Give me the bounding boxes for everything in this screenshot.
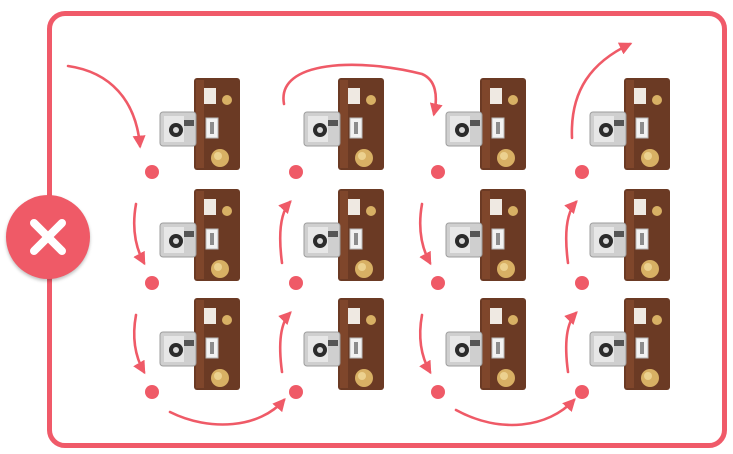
safe-lock-unit-icon bbox=[159, 298, 240, 390]
safe-lock-unit-icon bbox=[445, 189, 526, 281]
safe-lock-unit-icon bbox=[589, 298, 670, 390]
route-dot bbox=[575, 165, 589, 179]
safe-lock-unit-icon bbox=[303, 298, 384, 390]
route-dot bbox=[431, 165, 445, 179]
down-arrow bbox=[418, 202, 432, 266]
route-dot bbox=[145, 385, 159, 399]
top-connector-arrow bbox=[282, 63, 443, 117]
entry-arrow bbox=[66, 64, 146, 149]
exit-arrow bbox=[570, 42, 633, 140]
safe-lock-unit-icon bbox=[303, 189, 384, 281]
unit-grid bbox=[159, 78, 670, 390]
route-arrows bbox=[66, 42, 633, 427]
down-arrow bbox=[132, 202, 146, 266]
safe-lock-unit-icon bbox=[589, 78, 670, 170]
safe-lock-unit-icon bbox=[303, 78, 384, 170]
route-dot bbox=[289, 385, 303, 399]
route-dot bbox=[575, 276, 589, 290]
bottom-connector-arrow bbox=[168, 398, 286, 426]
dot-grid bbox=[145, 165, 589, 399]
route-dot bbox=[145, 165, 159, 179]
route-dot bbox=[431, 385, 445, 399]
up-arrow bbox=[564, 311, 578, 374]
up-arrow bbox=[278, 311, 292, 374]
up-arrow bbox=[278, 200, 292, 265]
close-icon bbox=[30, 219, 66, 255]
route-dot bbox=[431, 276, 445, 290]
route-dot bbox=[575, 385, 589, 399]
route-dot bbox=[289, 165, 303, 179]
safe-lock-unit-icon bbox=[589, 189, 670, 281]
safe-lock-unit-icon bbox=[445, 78, 526, 170]
error-badge bbox=[6, 195, 90, 279]
bottom-connector-arrow bbox=[454, 398, 576, 427]
down-arrow bbox=[418, 313, 432, 375]
safe-lock-unit-icon bbox=[445, 298, 526, 390]
route-dot bbox=[145, 276, 159, 290]
route-dot bbox=[289, 276, 303, 290]
down-arrow bbox=[132, 313, 146, 375]
up-arrow bbox=[564, 200, 578, 265]
safe-lock-unit-icon bbox=[159, 189, 240, 281]
safe-lock-unit-icon bbox=[159, 78, 240, 170]
